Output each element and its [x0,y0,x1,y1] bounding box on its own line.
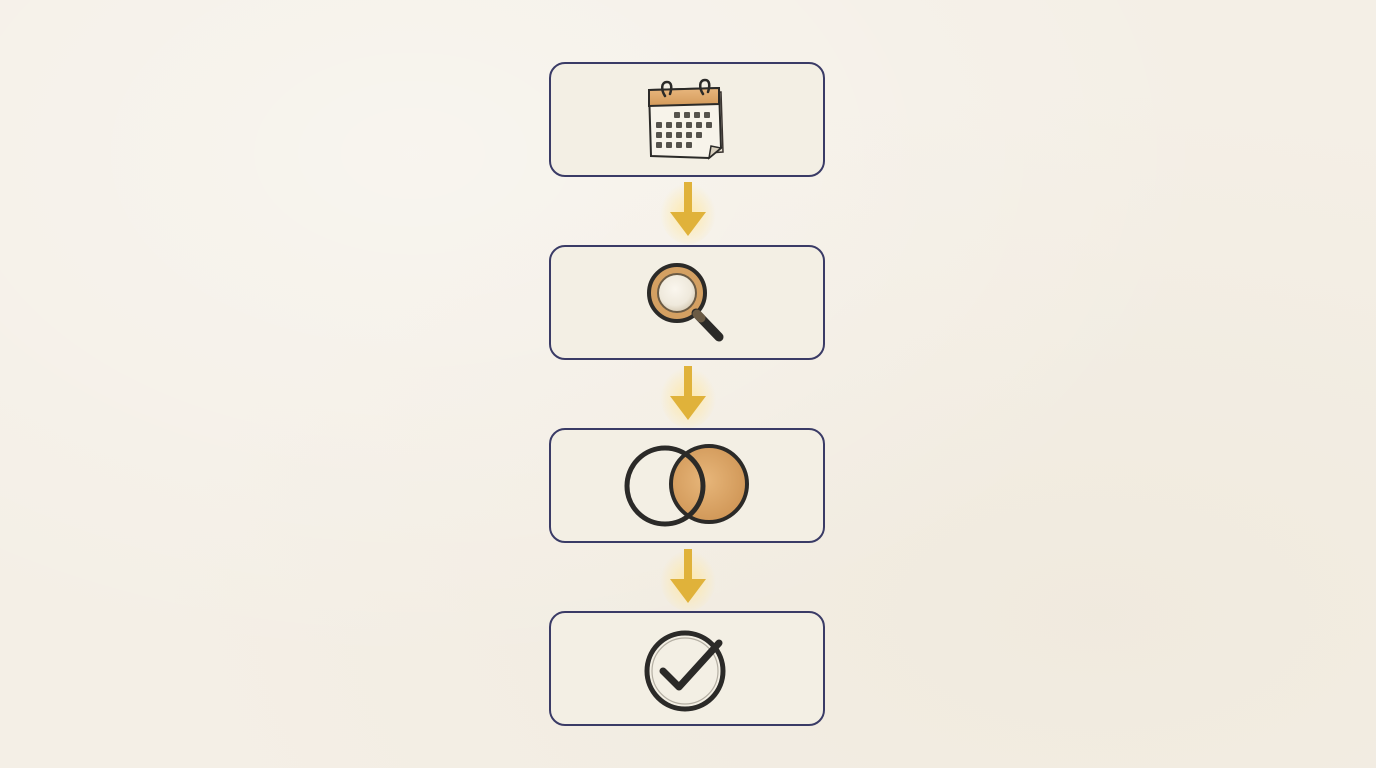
step-box-search [549,245,825,360]
arrow-connector-2 [658,362,718,428]
magnifying-glass-icon [639,255,735,351]
overlapping-circles-icon [617,441,757,531]
step-box-complete [549,611,825,726]
arrow-connector-3 [658,545,718,611]
arrow-connector-1 [658,178,718,244]
checkmark-circle-icon [639,621,735,717]
calendar-icon [639,72,735,168]
step-box-calendar [549,62,825,177]
step-box-compare [549,428,825,543]
